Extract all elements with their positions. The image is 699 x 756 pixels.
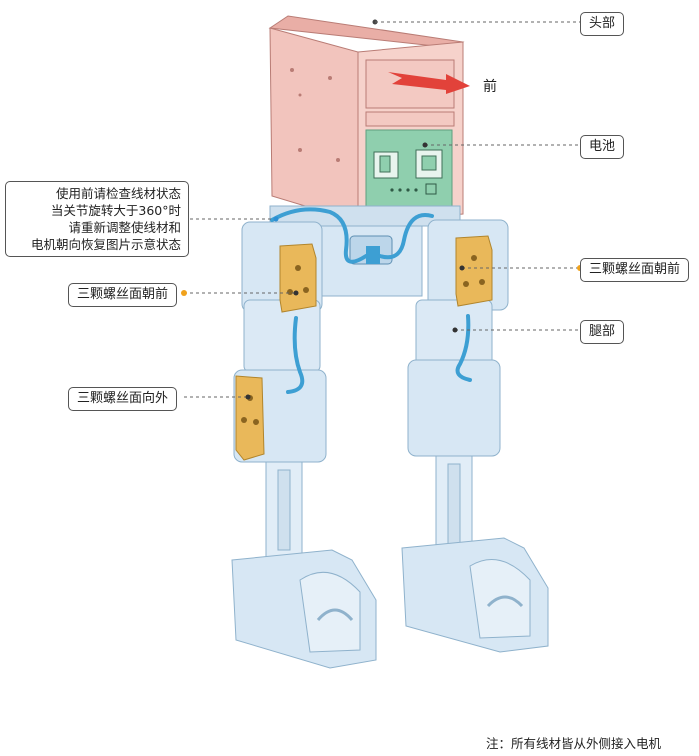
callout-screws-front-left: 三颗螺丝面朝前 [68,283,178,307]
robot-illustration [231,15,549,669]
robot-right-leg [401,219,549,653]
callout-battery: 电池 [580,135,625,159]
warning-line-3: 请重新调整使线材和 [68,220,181,235]
callout-warning: 使用前请检查线材状态 当关节旋转大于360°时 请重新调整使线材和 电机朝向恢复… [5,181,189,257]
warning-line-4: 电机朝向恢复图片示意状态 [30,237,181,252]
front-label: 前 [483,79,497,95]
robot-head [268,15,470,223]
callout-head-label: 头部 [589,16,616,31]
warning-line-1: 使用前请检查线材状态 [55,186,181,201]
callout-screws-outward-label: 三颗螺丝面向外 [77,391,169,406]
callout-screws-front-right: 三颗螺丝面朝前 [580,258,690,282]
leader-lines [184,21,580,398]
battery-panel [365,129,453,207]
robot-left-leg [231,221,377,669]
warning-line-2: 当关节旋转大于360°时 [50,203,181,218]
callout-battery-label: 电池 [589,139,616,154]
callout-leg: 腿部 [580,320,625,344]
footnote: 注：所有线材皆从外侧接入电机 [486,736,662,751]
robot-cables [270,207,472,394]
callout-leg-label: 腿部 [589,324,616,339]
callout-screws-outward: 三颗螺丝面向外 [68,387,178,411]
callout-head: 头部 [580,12,625,36]
callout-screws-front-right-label: 三颗螺丝面朝前 [589,262,681,277]
arrow-front-icon [388,72,470,94]
callout-screws-front-left-label: 三颗螺丝面朝前 [77,287,169,302]
